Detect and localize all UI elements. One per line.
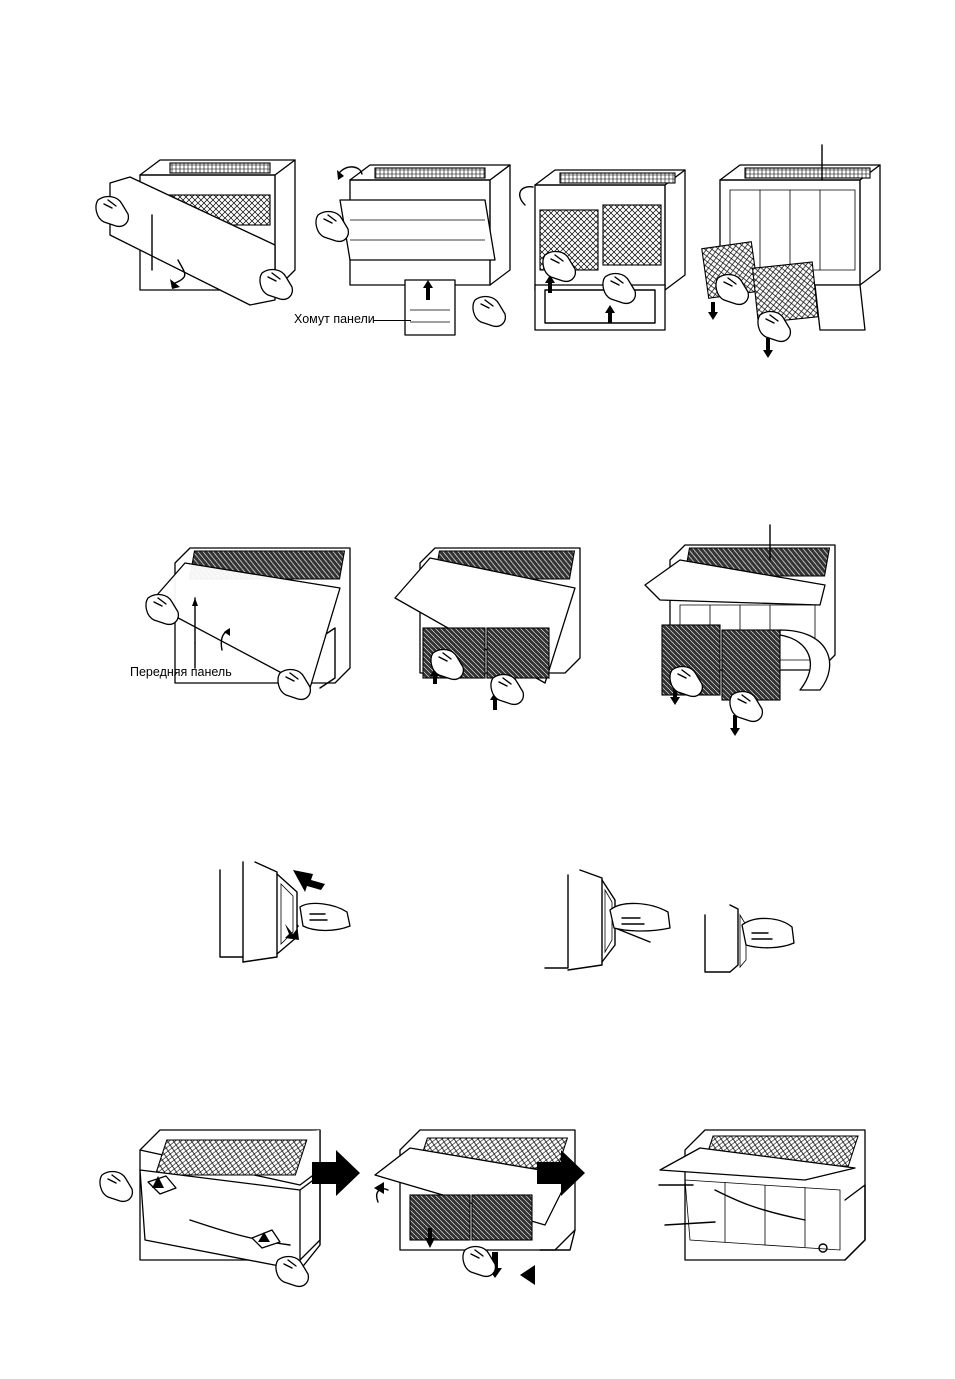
figure-side-cover-pull — [540, 870, 685, 975]
right-arrow-icon — [537, 1150, 585, 1196]
figure-remove-front-panel — [90, 155, 310, 330]
figure-pull-filters-down — [700, 160, 885, 365]
figure-side-cover-press — [215, 862, 360, 962]
figure-side-cover-detail — [700, 905, 800, 977]
step-arrow-2 — [537, 1150, 585, 1196]
figure-pull-filters-out — [640, 545, 840, 740]
figure-filters-removed — [655, 1130, 870, 1280]
figure-lift-front-panel — [140, 548, 355, 703]
panel-clamp-leader — [373, 320, 411, 321]
step-arrow-1 — [312, 1150, 360, 1196]
figure-lift-filters-up — [515, 165, 695, 340]
front-panel-label: Передняя панель — [130, 665, 232, 679]
figure-open-panel — [100, 1130, 325, 1310]
panel-clamp-label: Хомут панели — [294, 312, 375, 326]
right-arrow-icon — [312, 1150, 360, 1196]
figure-remove-filters — [395, 548, 590, 718]
